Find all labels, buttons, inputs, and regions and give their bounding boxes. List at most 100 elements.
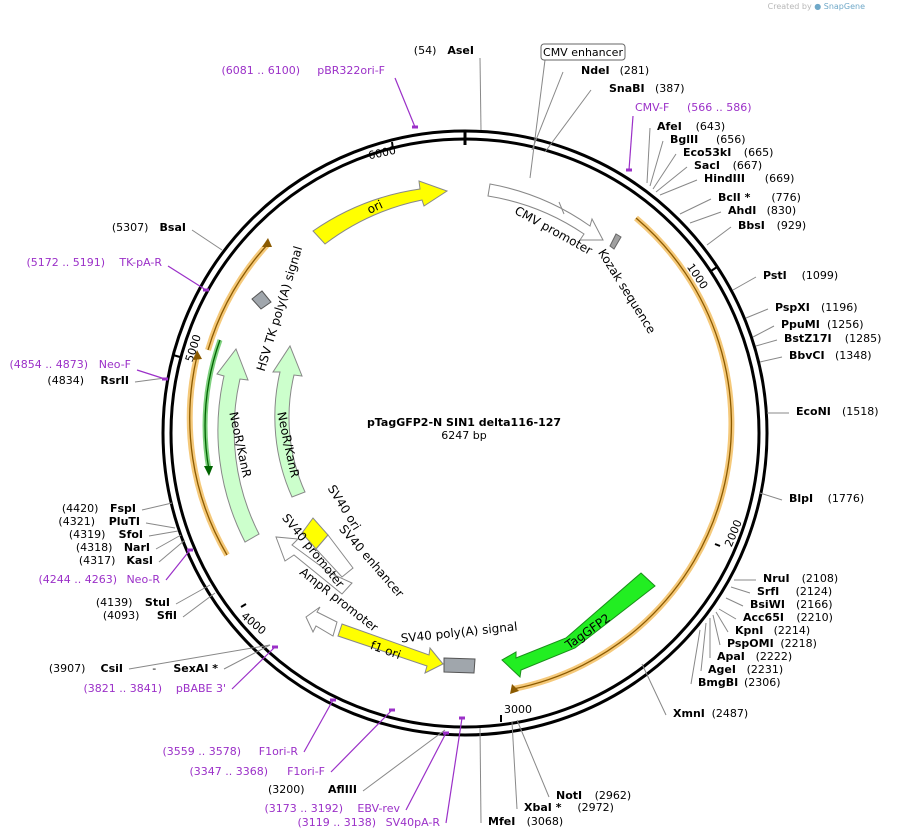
enzyme-name-bsai: BsaI xyxy=(160,221,186,234)
enzyme-name-nari: NarI xyxy=(124,541,150,554)
enzyme-leader-ppumi xyxy=(752,325,775,338)
enzyme-leader-bcli xyxy=(679,198,712,215)
enzyme-name-agei: AgeI xyxy=(708,663,736,676)
enzyme-leader-bsiwi xyxy=(725,597,744,607)
enzyme-pos-bbvci: (1348) xyxy=(835,349,872,362)
cmv-enhancer-leader xyxy=(529,59,546,179)
enzyme-name-econi: EcoNI xyxy=(796,405,831,418)
enzyme-pos-noti: (2962) xyxy=(595,789,632,802)
enzyme-name-bbsi: BbsI xyxy=(738,219,765,232)
tick-mark-1000 xyxy=(710,266,718,272)
enzyme-name-snabi: SnaBI xyxy=(609,82,645,95)
enzyme-name-bstz17i: BstZ17I xyxy=(784,332,832,345)
primer-pos-f1ori-f: (3347 .. 3368) xyxy=(189,765,268,778)
enzyme-name-bcli: BclI * xyxy=(718,191,751,204)
orf-arcs xyxy=(186,215,735,694)
enzyme-pos-pspxi: (1196) xyxy=(821,301,858,314)
enzyme-pos-bmgbi: (2306) xyxy=(744,676,781,689)
feature-ori xyxy=(312,180,449,245)
enzyme-name-rsrii: RsrII xyxy=(100,374,129,387)
credit-prefix: Created by xyxy=(767,2,812,11)
primer-site-pbr322ori-f xyxy=(412,125,418,129)
neo-inner-orf-line xyxy=(204,339,221,471)
primer-name-tk-pa-r: TK-pA-R xyxy=(118,256,162,269)
enzyme-leader-hindiii xyxy=(659,179,698,196)
primer-name-ebv-rev: EBV-rev xyxy=(357,802,400,815)
feature-neor-inner xyxy=(272,344,306,498)
enzyme-leader-srfi xyxy=(730,586,751,594)
primer-site-tk-pa-r xyxy=(203,288,209,292)
enzyme-leader-kasi xyxy=(158,539,186,563)
enzyme-leader-bsai xyxy=(191,229,223,251)
primer-name-cmv-f: CMV-F xyxy=(635,101,669,114)
enzyme-name-bmgbi: BmgBI xyxy=(698,676,738,689)
enzyme-leader-sfii xyxy=(182,592,216,618)
primer-pos-cmv-f: (566 .. 586) xyxy=(687,101,752,114)
enzyme-name-sfoi: SfoI xyxy=(119,528,143,541)
site-labels: NdeI(281)SnaBI(387)CMV-F(566 .. 586)AfeI… xyxy=(9,44,881,829)
enzyme-pos-afei: (643) xyxy=(696,120,726,133)
enzyme-leader-rsrii xyxy=(134,377,166,383)
enzyme-pos-rsrii: (4834) xyxy=(47,374,84,387)
enzyme-name-ppumi: PpuMI xyxy=(781,318,820,331)
enzyme-name-psti: PstI xyxy=(763,269,787,282)
label-taggfp2: TagGFP2 xyxy=(562,611,613,653)
enzyme-name-afliii: AflIII xyxy=(328,783,357,796)
enzyme-pos-nari: (4318) xyxy=(76,541,113,554)
enzyme-leader-nari xyxy=(155,534,182,550)
primer-leader-pbr322ori-f xyxy=(394,77,416,128)
enzyme-name-fspi: FspI xyxy=(110,502,136,515)
primer-pos-pbr322ori-f: (6081 .. 6100) xyxy=(221,64,300,77)
enzyme-leader-noti xyxy=(516,719,550,798)
enzyme-leader-afei xyxy=(646,127,651,184)
enzyme-name-asei: AseI xyxy=(447,44,474,57)
feature-sv40-promoter xyxy=(275,536,353,595)
plasmid-length: 6247 bp xyxy=(441,429,486,442)
enzyme-pos-apai: (2222) xyxy=(756,650,793,663)
enzyme-name-srfi: SrfI xyxy=(757,585,779,598)
enzyme-pos-xmni: (2487) xyxy=(712,707,749,720)
enzyme-pos-agei: (2231) xyxy=(747,663,784,676)
tick-mark-6000 xyxy=(391,141,394,150)
primer-leader-pbabe-3 xyxy=(231,646,276,690)
label-f1-ori: f1 ori xyxy=(369,638,403,662)
orf-arrow-left-bottom xyxy=(193,350,202,360)
primer-leader-f1ori-r xyxy=(303,699,334,753)
enzyme-pos-srfi: (2124) xyxy=(796,585,833,598)
primer-pos-pbabe-3: (3821 .. 3841) xyxy=(83,682,162,695)
enzyme-pos-sfii: (4093) xyxy=(103,609,140,622)
primer-site-ebv-rev xyxy=(443,731,449,735)
enzyme-pos-bstz17i: (1285) xyxy=(845,332,882,345)
enzyme-pos-saci: (667) xyxy=(733,159,763,172)
enzyme-pos-xbai: (2972) xyxy=(577,801,614,814)
enzyme-name-afei: AfeI xyxy=(657,120,682,133)
enzyme-pos-bsiwi: (2166) xyxy=(796,598,833,611)
enzyme-name-pluti: PluTI xyxy=(109,515,140,528)
enzyme-leader-bmgbi xyxy=(690,629,701,685)
primer-pos-neo-f: (4854 .. 4873) xyxy=(9,358,88,371)
enzyme-leader-pspomi xyxy=(712,614,721,646)
enzyme-dash-sexai: - xyxy=(152,662,156,675)
orf-arrow-left-top xyxy=(262,238,272,247)
primer-leader-f1ori-f xyxy=(330,709,393,773)
enzyme-name-ahdi: AhdI xyxy=(728,204,756,217)
primer-name-f1ori-f: F1ori-F xyxy=(287,765,325,778)
primer-leader-neo-r xyxy=(165,549,191,581)
enzyme-pos-stui: (4139) xyxy=(96,596,133,609)
enzyme-leader-bstz17i xyxy=(755,339,778,347)
enzyme-pos-ppumi: (1256) xyxy=(827,318,864,331)
enzyme-pos-bglii: (656) xyxy=(716,133,746,146)
enzyme-name-xbai: XbaI * xyxy=(524,801,562,814)
label-kozak: Kozak sequence xyxy=(595,247,658,337)
snapgene-logo: ● SnapGene xyxy=(814,2,865,11)
cmv-promoter-divider xyxy=(558,201,565,215)
primer-site-cmv-f xyxy=(626,168,632,172)
label-sv40-polya: SV40 poly(A) signal xyxy=(400,619,518,645)
primer-name-f1ori-r: F1ori-R xyxy=(259,745,299,758)
enzyme-name-pspxi: PspXI xyxy=(775,301,810,314)
enzyme-pos-bbsi: (929) xyxy=(777,219,807,232)
enzyme-name-sfii: SfiI xyxy=(157,609,177,622)
enzyme-name-kpni: KpnI xyxy=(735,624,763,637)
enzyme-leader-agei xyxy=(700,622,707,672)
